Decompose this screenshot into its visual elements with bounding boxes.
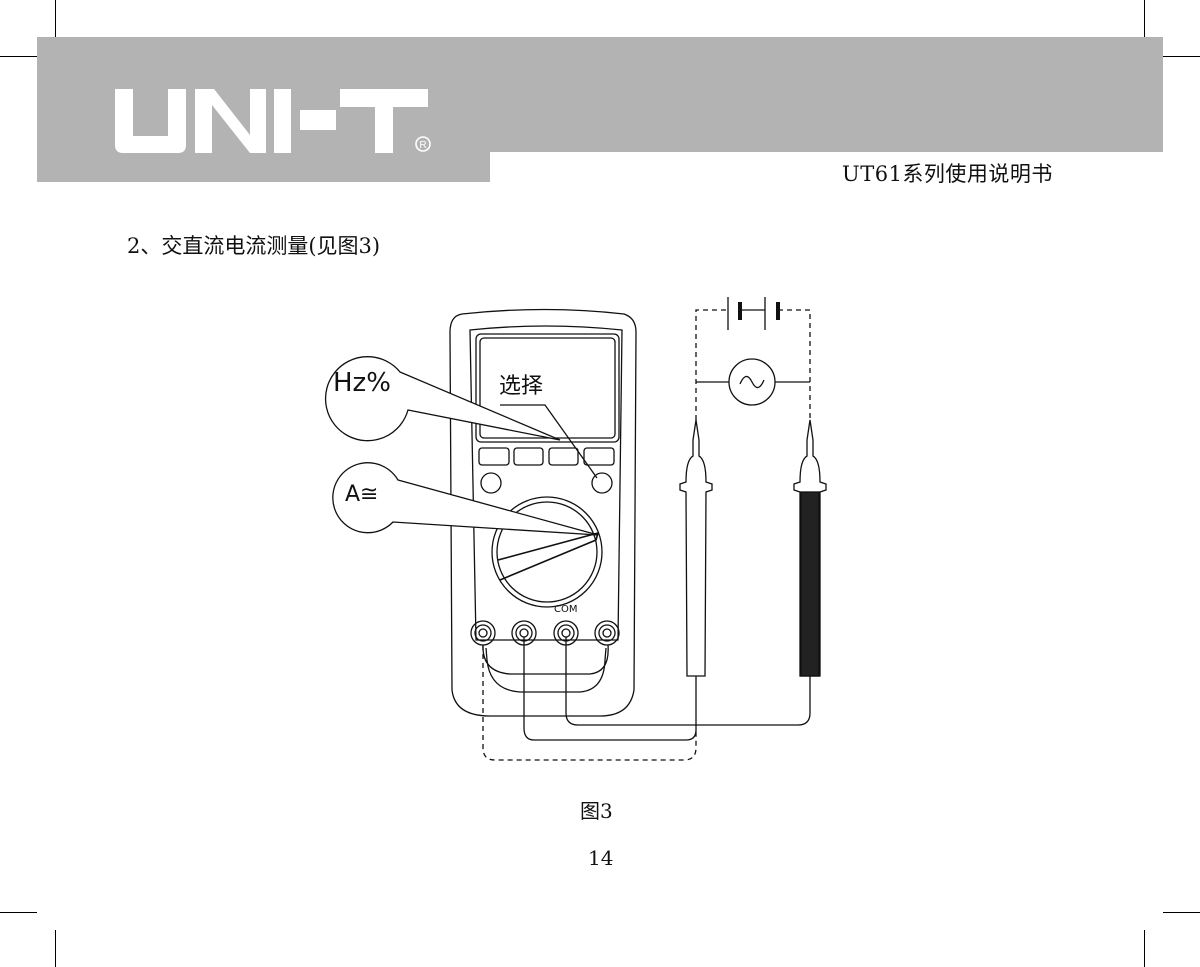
select-leader (500, 404, 598, 479)
document-title: UT61系列使用说明书 (842, 162, 1053, 186)
section-heading: 2、交直流电流测量(见图3) (127, 234, 381, 258)
dial-pointer (497, 531, 600, 581)
meter-body (449, 308, 637, 717)
crop-mark (1163, 912, 1200, 913)
button-round-select (591, 472, 613, 494)
crop-mark (55, 930, 56, 967)
crop-mark (1144, 930, 1145, 967)
callout-hz (324, 356, 561, 442)
probe-red (679, 419, 713, 677)
callout-amp-label: A≅ (345, 482, 379, 507)
rotary-dial (491, 496, 603, 608)
crop-mark (1144, 0, 1145, 37)
svg-text:R: R (419, 140, 426, 151)
button (548, 447, 579, 466)
crop-mark (55, 0, 56, 37)
callout-amp (332, 462, 599, 536)
callout-select-label: 选择 (499, 374, 544, 399)
crop-mark (0, 912, 37, 913)
uni-t-logo: R (115, 89, 431, 153)
ac-source-icon (728, 358, 776, 406)
crop-mark (0, 56, 37, 57)
dashed-wire (695, 309, 811, 420)
terminals (470, 620, 620, 646)
button (478, 447, 510, 466)
figure-caption: 图3 (580, 799, 613, 823)
crop-mark (1163, 56, 1200, 57)
button (583, 447, 615, 466)
button-round (480, 472, 502, 494)
com-terminal-label: COM (554, 604, 578, 615)
meter-bezel (469, 325, 623, 641)
callout-hz-label: Hz% (333, 368, 391, 398)
button (513, 447, 544, 466)
page-number: 14 (588, 846, 614, 870)
header-band (37, 37, 1163, 152)
header-band-left (37, 150, 490, 182)
display (475, 333, 620, 443)
